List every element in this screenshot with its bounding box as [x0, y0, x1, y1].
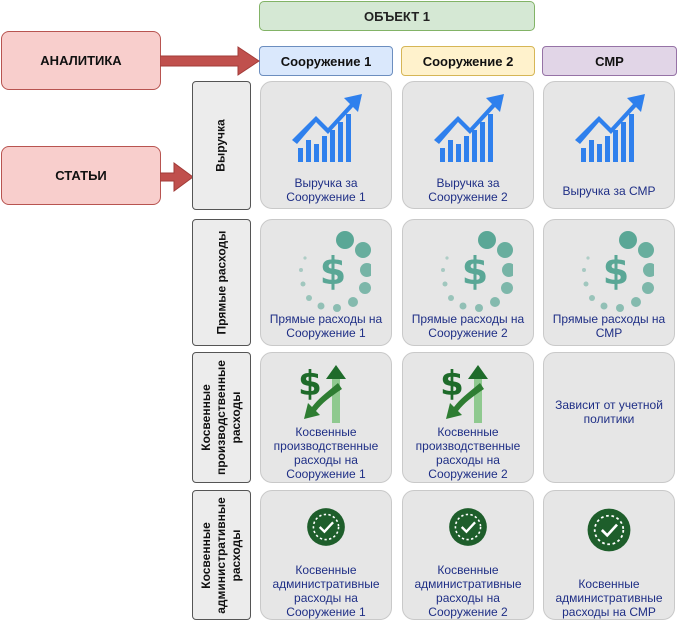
- dollar-coins-icon: $: [582, 231, 654, 312]
- growth-chart-icon: [292, 94, 362, 162]
- cell-revenue-structure-1: Выручка за Сооружение 1: [260, 81, 392, 209]
- analytics-arrow: [160, 46, 260, 76]
- dollar-coins-icon: $: [299, 231, 371, 312]
- check-badge-icon: [587, 508, 631, 552]
- svg-text:$: $: [298, 364, 322, 404]
- cell-direct-structure-2: $ Прямые расходы на Сооружение 2: [402, 219, 534, 346]
- cell-text: Косвенные производственные расходы на Со…: [415, 425, 521, 481]
- cell-text: Косвенные административные расходы на Со…: [272, 563, 380, 619]
- cell-text: Выручка за СМР: [562, 184, 656, 198]
- svg-text:$: $: [462, 249, 488, 293]
- row-header-indirect-production: Косвенные производственные расходы: [192, 352, 251, 483]
- analytics-label: АНАЛИТИКА: [1, 31, 161, 90]
- cell-indirect-admin-structure-1: Косвенные административные расходы на Со…: [260, 490, 392, 620]
- growth-chart-icon: [434, 94, 504, 162]
- column-header-structure-2: Сооружение 2: [401, 46, 535, 76]
- cell-text: Прямые расходы на СМР: [552, 312, 666, 340]
- svg-text:$: $: [440, 364, 464, 404]
- cell-direct-structure-1: $ Прямые расходы на Сооружение 1: [260, 219, 392, 346]
- cell-indirect-admin-structure-2: Косвенные административные расходы на Со…: [402, 490, 534, 620]
- dollar-coins-icon: $: [441, 231, 513, 312]
- row-header-revenue: Выручка: [192, 81, 251, 210]
- growth-chart-icon: [575, 94, 645, 162]
- cell-indirect-production-smr: Зависит от учетной политики: [543, 352, 675, 483]
- cell-text: Прямые расходы на Сооружение 2: [411, 312, 525, 340]
- cell-text: Выручка за Сооружение 2: [428, 176, 508, 204]
- dollar-updown-arrows-icon: $: [440, 364, 488, 423]
- svg-text:$: $: [603, 249, 629, 293]
- svg-text:$: $: [320, 249, 346, 293]
- check-badge-icon: [449, 508, 487, 546]
- cell-text: Косвенные производственные расходы на Со…: [273, 425, 379, 481]
- check-badge-icon: [307, 508, 345, 546]
- cell-indirect-admin-smr: Косвенные административные расходы на СМ…: [543, 490, 675, 620]
- cell-text: Косвенные административные расходы на Со…: [414, 563, 522, 619]
- row-header-direct: Прямые расходы: [192, 219, 251, 346]
- cell-text: Зависит от учетной политики: [555, 397, 663, 426]
- column-header-smr: СМР: [542, 46, 677, 76]
- articles-label: СТАТЬИ: [1, 146, 161, 205]
- cell-indirect-production-structure-2: $ Косвенные производственные расходы на …: [402, 352, 534, 483]
- object-header: ОБЪЕКТ 1: [259, 1, 535, 31]
- cell-text: Прямые расходы на Сооружение 1: [269, 312, 383, 340]
- articles-arrow: [160, 162, 194, 192]
- row-header-indirect-admin: Косвенные административные расходы: [192, 490, 251, 620]
- column-header-structure-1: Сооружение 1: [259, 46, 393, 76]
- cell-revenue-structure-2: Выручка за Сооружение 2: [402, 81, 534, 209]
- cell-direct-smr: $ Прямые расходы на СМР: [543, 219, 675, 346]
- cell-indirect-production-structure-1: $ Косвенные производственные расходы на …: [260, 352, 392, 483]
- cell-revenue-smr: Выручка за СМР: [543, 81, 675, 209]
- cell-text: Выручка за Сооружение 1: [286, 176, 366, 204]
- cell-text: Косвенные административные расходы на СМ…: [555, 577, 663, 619]
- dollar-updown-arrows-icon: $: [298, 364, 346, 423]
